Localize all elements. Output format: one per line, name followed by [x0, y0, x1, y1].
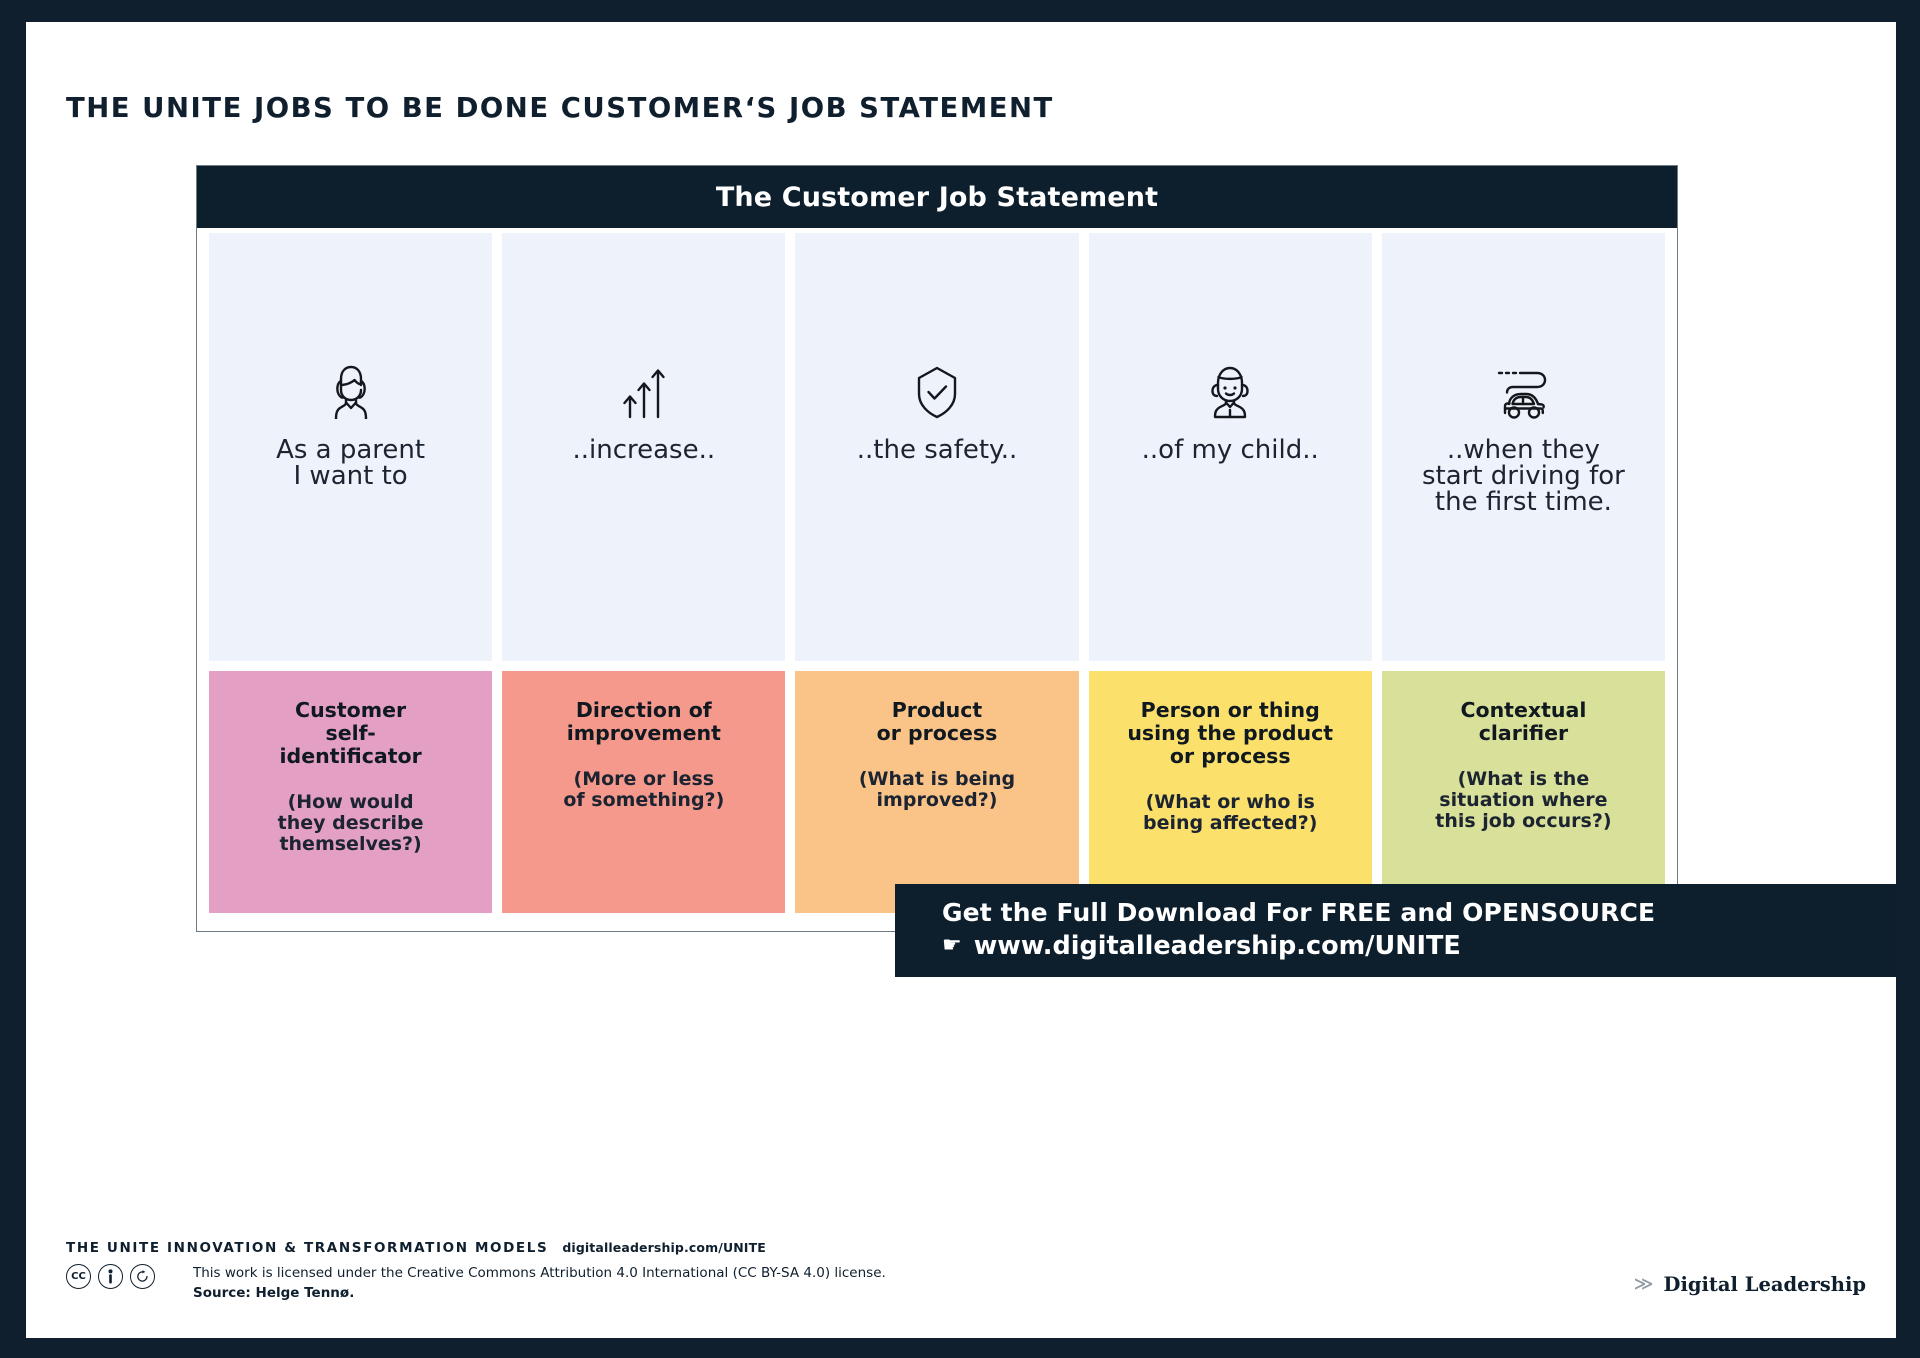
shield-check-icon: [911, 361, 963, 419]
source-text: Source: Helge Tennø.: [193, 1285, 355, 1302]
brand-name: Digital Leadership: [1663, 1273, 1866, 1296]
column-3-phrase: ..the safety..: [856, 435, 1018, 465]
column-5-question: (What is the situation where this job oc…: [1435, 767, 1612, 833]
card-header-title: The Customer Job Statement: [715, 181, 1159, 213]
column-4-role: Person or thing using the product or pro…: [1127, 698, 1334, 768]
column-4-top-cell: ..of my child..: [1088, 233, 1372, 661]
framework-card: The Customer Job Statement: [196, 165, 1678, 932]
column-4-bottom-cell: Person or thing using the product or pro…: [1088, 671, 1372, 913]
column-5-bottom-cell: Contextual clarifier (What is the situat…: [1381, 671, 1666, 913]
license-text: This work is licensed under the Creative…: [193, 1265, 886, 1281]
column-3-bottom-cell: Product or process (What is being improv…: [795, 671, 1079, 913]
footer-heading: THE UNITE INNOVATION & TRANSFORMATION MO…: [66, 1240, 1866, 1256]
pointing-hand-icon: ☛: [942, 932, 962, 958]
woman-parent-icon: [325, 361, 377, 419]
column-4-question: (What or who is being affected?): [1143, 790, 1318, 835]
columns-area: As a parent I want to Customer self- ide…: [209, 233, 1666, 913]
column-3-question: (What is being improved?): [858, 767, 1016, 812]
column-1-phrase: As a parent I want to: [276, 435, 426, 491]
card-header: The Customer Job Statement: [197, 166, 1677, 228]
footer-url-link[interactable]: digitalleadership.com/UNITE: [562, 1240, 766, 1255]
promo-headline: Get the Full Download For FREE and OPENS…: [942, 898, 1656, 927]
promo-banner[interactable]: Get the Full Download For FREE and OPENS…: [895, 884, 1896, 977]
promo-link-row[interactable]: ☛ www.digitalleadership.com/UNITE: [942, 931, 1896, 961]
creative-commons-icons: CC: [66, 1263, 155, 1289]
column-2-role: Direction of improvement: [566, 698, 721, 745]
brand-logo: ≫ Digital Leadership: [1634, 1273, 1866, 1296]
cc-sa-icon: [130, 1264, 155, 1289]
column-person-or-thing[interactable]: ..of my child.. Person or thing using th…: [1088, 233, 1372, 913]
column-contextual-clarifier[interactable]: ..when they start driving for the first …: [1381, 233, 1666, 913]
cc-icon: CC: [66, 1264, 91, 1289]
column-1-question: (How would they describe themselves?): [277, 790, 424, 856]
column-5-role: Contextual clarifier: [1460, 698, 1587, 745]
column-2-question: (More or less of something?): [563, 767, 725, 812]
column-1-role: Customer self- identificator: [279, 698, 422, 768]
page-title: THE UNITE JOBS TO BE DONE CUSTOMER‘S JOB…: [66, 92, 1054, 124]
column-1-bottom-cell: Customer self- identificator (How would …: [209, 671, 493, 913]
footer-heading-text: THE UNITE INNOVATION & TRANSFORMATION MO…: [66, 1240, 549, 1256]
cc-by-icon: [98, 1264, 123, 1289]
column-3-role: Product or process: [876, 698, 998, 745]
column-2-top-cell: ..increase..: [502, 233, 786, 661]
footer: THE UNITE INNOVATION & TRANSFORMATION MO…: [66, 1240, 1866, 1316]
page-canvas: THE UNITE JOBS TO BE DONE CUSTOMER‘S JOB…: [26, 22, 1896, 1338]
column-1-top-cell: As a parent I want to: [209, 233, 493, 661]
footer-body: CC This work is: [66, 1263, 1866, 1304]
column-5-phrase: ..when they start driving for the first …: [1421, 435, 1625, 517]
column-2-phrase: ..increase..: [572, 435, 716, 465]
growth-arrows-icon: [618, 361, 670, 419]
girl-child-icon: [1204, 361, 1256, 419]
column-3-top-cell: ..the safety..: [795, 233, 1079, 661]
column-5-top-cell: ..when they start driving for the first …: [1381, 233, 1666, 661]
column-4-phrase: ..of my child..: [1141, 435, 1319, 465]
column-customer-self-identificator[interactable]: As a parent I want to Customer self- ide…: [209, 233, 493, 913]
column-2-bottom-cell: Direction of improvement (More or less o…: [502, 671, 786, 913]
promo-url-link[interactable]: www.digitalleadership.com/UNITE: [973, 930, 1461, 961]
car-road-icon: [1493, 361, 1553, 419]
column-product-or-process[interactable]: ..the safety.. Product or process (What …: [795, 233, 1079, 913]
column-direction-of-improvement[interactable]: ..increase.. Direction of improvement (M…: [502, 233, 786, 913]
footer-text-block: This work is licensed under the Creative…: [169, 1263, 886, 1304]
chevron-right-icon: ≫: [1633, 1273, 1654, 1295]
